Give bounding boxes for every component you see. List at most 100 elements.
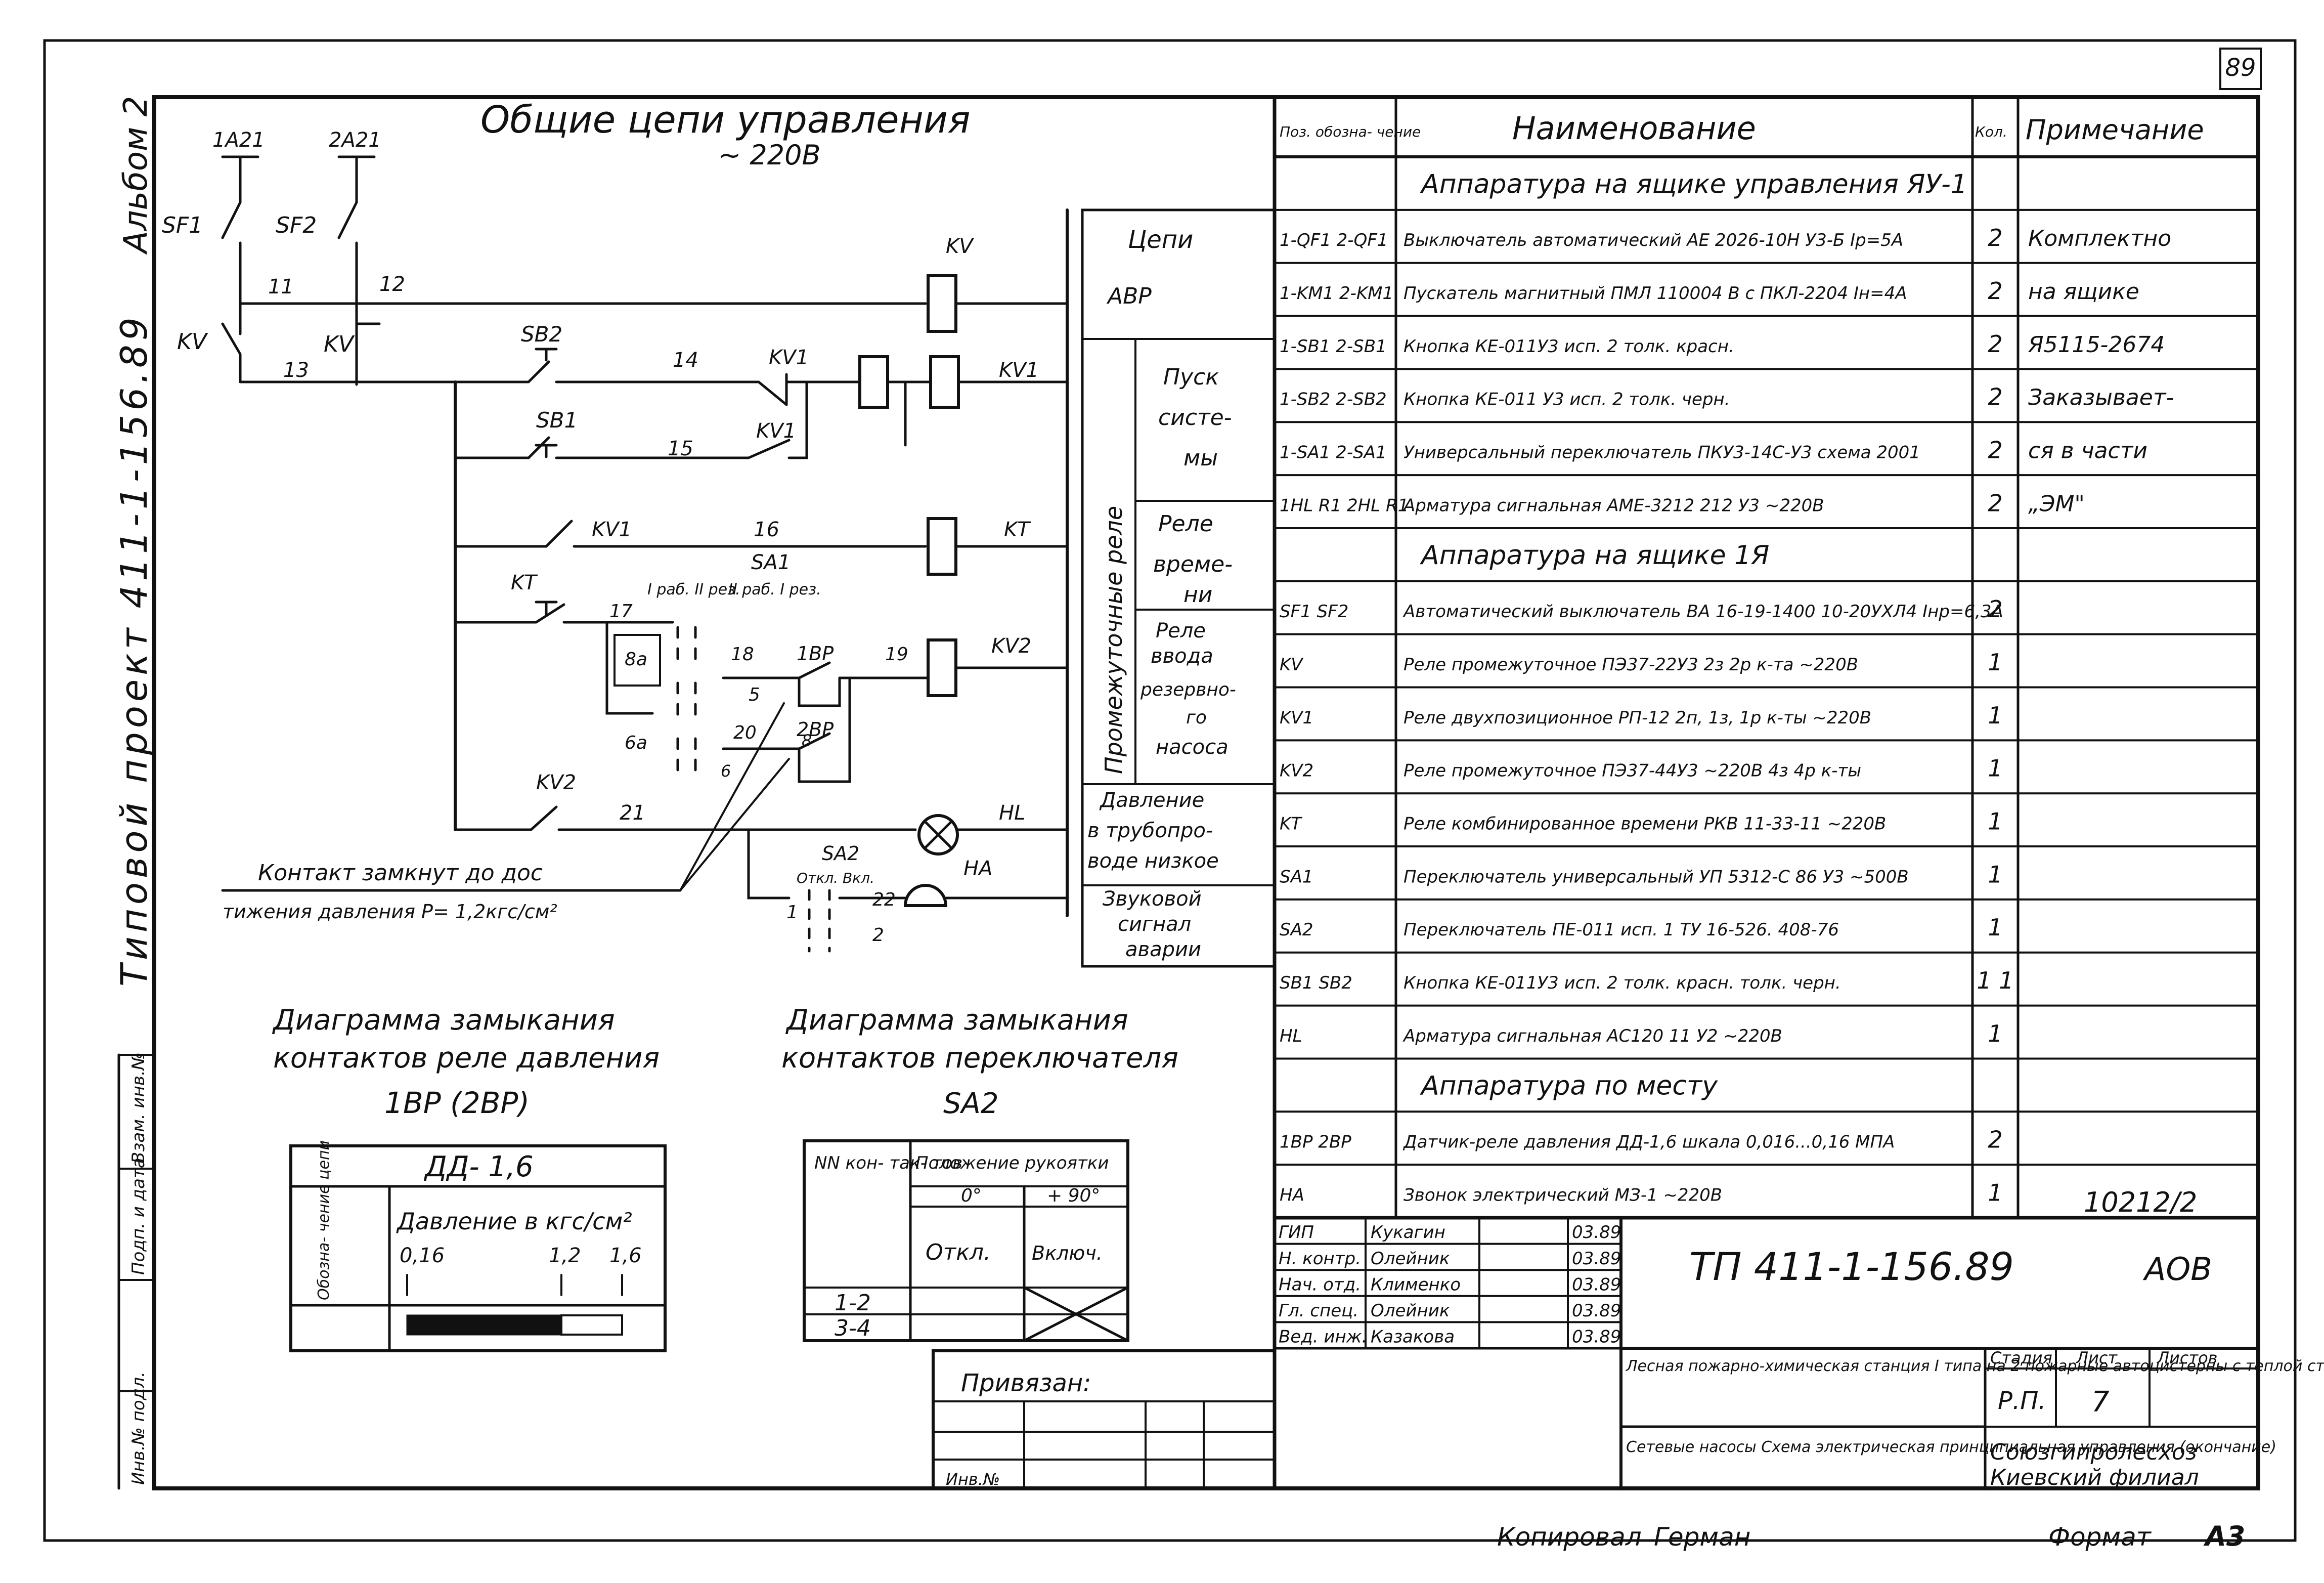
schematic-subtitle: ~ 220В — [718, 139, 821, 171]
diagram1-title-line2: контактов реле давления — [273, 1042, 660, 1075]
diagram2-col-nn: NN кон- так- тов — [814, 1153, 962, 1173]
legend-item: време- — [1153, 551, 1233, 577]
diagram2-angle-90: + 90° — [1047, 1185, 1100, 1206]
diagram1-table — [289, 1144, 667, 1352]
project-label: Типовой проект 411-1-156.89 — [113, 313, 155, 987]
diagram2-col-pos: Положение рукоятки — [915, 1153, 1109, 1173]
album-label: Альбом 2 — [117, 96, 155, 255]
node-16: 16 — [754, 518, 779, 541]
contact-note-leaders — [679, 702, 790, 891]
spec-row-pos: 1-SB1 2-SB1 — [1280, 336, 1387, 357]
format-value: А3 — [2203, 1520, 2245, 1552]
legend-item: Цепи — [1128, 226, 1193, 254]
diagram2-closed-mark — [1023, 1286, 1129, 1342]
spec-row-pos: 1HL R1 2HL R1 — [1280, 495, 1409, 516]
diagram2-row: 1-2 — [835, 1290, 871, 1316]
node-15: 15 — [668, 437, 693, 460]
tb-org2: Киевский филиал — [1990, 1465, 2199, 1490]
tb-object-name: Лесная пожарно-химическая станция I типа… — [1626, 1357, 2324, 1375]
kt-coil-label: KT — [1004, 518, 1031, 541]
tb-code: ТП 411-1-156.89 — [1689, 1244, 2014, 1289]
tb-role-name: Кукагин — [1371, 1222, 1445, 1243]
legend-item: аварии — [1125, 938, 1201, 961]
kv1-b-contact — [747, 380, 808, 459]
ha-bell — [903, 884, 948, 907]
tb-suffix: АОВ — [2142, 1251, 2212, 1288]
tb-role-date: 03.89 — [1572, 1327, 1621, 1347]
spec-row-note: ся в части — [2028, 438, 2147, 464]
spec-row-name: Кнопка КЕ-011 У3 исп. 2 толк. черн. — [1404, 390, 1730, 410]
node-1: 1 — [786, 902, 798, 923]
diagram1-title-line3: 1BP (2BP) — [384, 1086, 530, 1120]
kv-left-label: KV — [177, 329, 208, 355]
diagram1-row-label: Обозна- чение цепи — [315, 1140, 333, 1300]
spec-row-name: Арматура сигнальная АС120 11 У2 ~220В — [1402, 1026, 1782, 1046]
spec-section-heading: Аппаратура по месту — [1420, 1071, 1718, 1101]
hl-cross — [923, 820, 953, 850]
node-14: 14 — [673, 349, 698, 372]
bp1-contact — [722, 661, 841, 707]
spec-row-name: Кнопка КЕ-011У3 исп. 2 толк. красн. — [1404, 336, 1734, 357]
kv2-contact — [454, 805, 917, 831]
spec-row-note: на ящике — [2028, 279, 2139, 305]
spec-stamp-number: 10212/2 — [2084, 1186, 2197, 1218]
tb-role: Вед. инж. — [1279, 1327, 1367, 1347]
spec-row-note: Комплектно — [2028, 226, 2171, 251]
spec-row-qty: 1 — [1988, 755, 2002, 782]
contact-note-line2: тижения давления P= 1,2кгс/см² — [223, 901, 557, 923]
diagram1-open-bar — [560, 1314, 623, 1336]
sa1-left-box — [613, 634, 661, 687]
node-19: 19 — [885, 644, 908, 665]
spec-row-pos: SA2 — [1280, 920, 1313, 940]
node-2: 2 — [872, 925, 884, 946]
inv-no-label: Инв.№ — [946, 1470, 1000, 1489]
tb-role-date: 03.89 — [1572, 1301, 1621, 1321]
spec-row-pos: SB1 SB2 — [1280, 973, 1352, 993]
node-22: 22 — [872, 889, 896, 910]
diagram2-on: Включ. — [1032, 1242, 1103, 1264]
tb-sheet-label: Лист — [2076, 1348, 2118, 1367]
spec-row-name: Пускатель магнитный ПМЛ 110004 В с ПКЛ-2… — [1404, 283, 1907, 304]
node-21: 21 — [620, 801, 645, 825]
spec-row-name: Реле промежуточное ПЭ37-44У3 ~220В 4з 4р… — [1404, 761, 1861, 781]
sf1-label: SF1 — [162, 212, 203, 238]
spec-row-name: Универсальный переключатель ПКУ3-14С-У3 … — [1404, 443, 1920, 463]
kv2-coil — [927, 638, 957, 697]
spec-row-qty: 2 — [1988, 277, 2002, 305]
tb-role: ГИП — [1279, 1222, 1314, 1243]
sa1-pos-right: II раб. I рез. — [728, 581, 821, 598]
tb-stage: Р.П. — [1998, 1387, 2046, 1415]
tb-role: Н. контр. — [1279, 1249, 1361, 1269]
spec-row-note: „ЭМ" — [2028, 491, 2085, 517]
spec-row-qty: 2 — [1988, 489, 2002, 517]
tb-role-name: Клименко — [1371, 1274, 1461, 1295]
sheet-number: 89 — [2225, 54, 2256, 82]
legend-item: мы — [1183, 445, 1218, 471]
tb-role-date: 03.89 — [1572, 1222, 1621, 1243]
format-label: Формат — [2048, 1522, 2152, 1552]
legend-item: Реле — [1156, 619, 1206, 643]
sb2-label: SB2 — [521, 322, 562, 347]
legend-item: ввода — [1151, 645, 1213, 668]
spec-header-pos: Поз. обозна- чение — [1280, 123, 1421, 140]
diagram2-row: 3-4 — [835, 1315, 871, 1341]
sa1-label: SA1 — [751, 551, 791, 574]
tb-org1: Союзгипролесхоз — [1990, 1439, 2197, 1465]
diagram1-closed-bar — [406, 1314, 562, 1336]
inv-podl-label: Инв.№ подл. — [128, 1372, 149, 1485]
legend-item: систе- — [1158, 405, 1232, 431]
spec-row-pos: KT — [1280, 814, 1302, 834]
legend-item: Звуковой — [1103, 887, 1202, 911]
diagram1-tick-marks — [406, 1274, 623, 1296]
spec-row-name: Арматура сигнальная АМЕ-3212 212 У3 ~220… — [1402, 495, 1824, 516]
legend-item: Пуск — [1163, 364, 1219, 390]
kt-contact-label: KT — [511, 571, 538, 594]
copier-name: Герман — [1654, 1522, 1750, 1552]
hl-lamp — [917, 814, 959, 855]
diagram2-off: Откл. — [926, 1239, 991, 1265]
contact-note-line1: Контакт замкнут до дос — [258, 860, 543, 886]
spec-row-qty: 1 — [1988, 807, 2002, 835]
sa1-dashes — [676, 626, 697, 776]
spec-section-heading: Аппаратура на ящике управления ЯУ-1 — [1420, 169, 1967, 199]
tb-role-name: Олейник — [1371, 1249, 1450, 1269]
